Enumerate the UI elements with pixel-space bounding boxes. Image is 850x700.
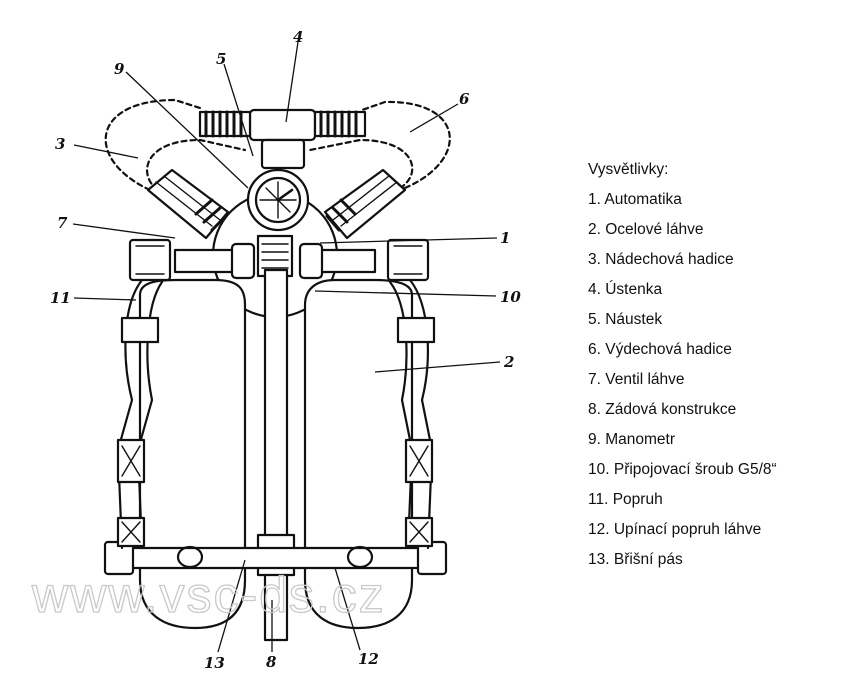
callout-9: 9 (114, 60, 125, 78)
cylinder-strap (103, 540, 448, 576)
valve-assembly (128, 238, 430, 282)
legend-item: 7. Ventil láhve (588, 371, 685, 388)
callout-5: 5 (216, 50, 226, 68)
callout-12: 12 (358, 650, 379, 668)
inhalation-hose (104, 98, 202, 192)
callout-2: 2 (503, 353, 514, 371)
cylinder-right (303, 278, 414, 630)
watermark: www.vsc-ds.cz (31, 567, 386, 623)
callout-4: 4 (293, 28, 303, 46)
legend-item: 3. Nádechová hadice (588, 251, 734, 268)
legend: Vysvětlivky: 1. Automatika 2. Ocelové lá… (588, 160, 777, 580)
callout-11: 11 (50, 289, 71, 307)
legend-item: 8. Zádová konstrukce (588, 401, 737, 418)
legend-item: 5. Náustek (588, 311, 663, 328)
cylinder-left (138, 278, 247, 630)
legend-item: 13. Břišní pás (588, 551, 683, 568)
callout-7: 7 (57, 214, 68, 232)
mouthpiece (198, 108, 367, 170)
callout-1: 1 (500, 229, 510, 247)
exhalation-connector (323, 168, 407, 240)
callout-6: 6 (459, 90, 470, 108)
legend-item: 1. Automatika (588, 191, 682, 208)
exhalation-hose (360, 100, 451, 190)
callout-3: 3 (55, 135, 65, 153)
callout-labels: 1 2 3 4 5 6 7 8 9 10 11 12 13 (50, 28, 521, 672)
leader-lines (72, 41, 501, 653)
legend-item: 10. Připojovací šroub G5/8“ (588, 461, 777, 478)
legend-item: 12. Upínací popruh láhve (588, 521, 762, 538)
inhalation-connector (146, 168, 230, 240)
legend-title: Vysvětlivky: (588, 161, 669, 178)
callout-8: 8 (266, 653, 277, 671)
legend-item: 2. Ocelové láhve (588, 221, 704, 238)
legend-item: 6. Výdechová hadice (588, 341, 732, 358)
legend-item: 4. Ústenka (588, 281, 663, 298)
legend-list: 1. Automatika 2. Ocelové láhve 3. Nádech… (588, 190, 777, 580)
legend-item: 9. Manometr (588, 431, 676, 448)
shoulder-strap-right (388, 278, 436, 550)
callout-13: 13 (204, 654, 225, 672)
legend-item: 11. Popruh (588, 491, 663, 508)
shoulder-strap-left (116, 278, 164, 550)
regulator (211, 168, 339, 319)
callout-10: 10 (500, 288, 521, 306)
